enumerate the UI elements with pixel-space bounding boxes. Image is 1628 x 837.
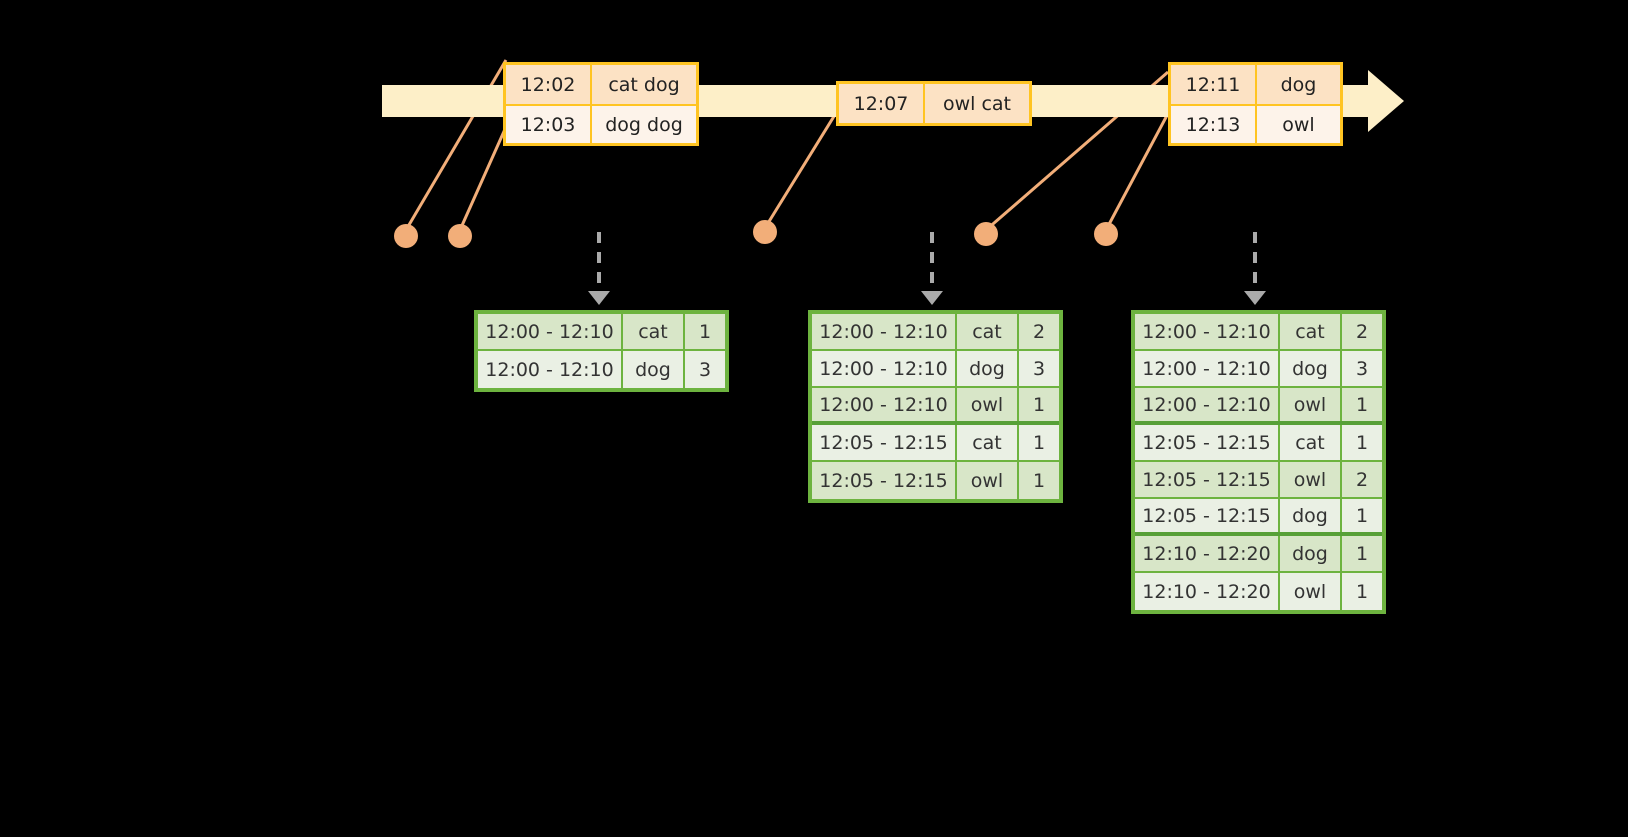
window-range-cell: 12:05 - 12:15 <box>1135 499 1280 532</box>
count-cell: 1 <box>1342 536 1382 571</box>
event-dot <box>974 222 998 246</box>
count-cell: 3 <box>685 351 725 388</box>
count-cell: 2 <box>1019 314 1059 349</box>
window-range-cell: 12:05 - 12:15 <box>1135 425 1280 460</box>
word-cell: dog <box>1280 499 1342 532</box>
event-box-a: 12:02 cat dog 12:03 dog dog <box>503 62 699 146</box>
window-range-cell: 12:00 - 12:10 <box>812 314 957 349</box>
word-cell: cat <box>1280 314 1342 349</box>
event-timestamp: 12:02 <box>506 65 592 104</box>
window-range-cell: 12:05 - 12:15 <box>812 462 957 499</box>
window-range-cell: 12:00 - 12:10 <box>478 314 623 349</box>
word-cell: cat <box>957 314 1019 349</box>
window-range-cell: 12:05 - 12:15 <box>812 425 957 460</box>
window-range-cell: 12:00 - 12:10 <box>812 388 957 421</box>
window-range-cell: 12:00 - 12:10 <box>1135 314 1280 349</box>
event-dot <box>753 220 777 244</box>
word-cell: cat <box>1280 425 1342 460</box>
event-row: 12:11 dog <box>1171 65 1340 104</box>
connector-line <box>1104 105 1174 231</box>
event-box-b: 12:07 owl cat <box>836 81 1032 126</box>
timeline-arrowhead-icon <box>1368 70 1404 132</box>
event-words: dog dog <box>605 113 683 136</box>
event-timestamp: 12:11 <box>1171 65 1257 104</box>
count-cell: 1 <box>1342 499 1382 532</box>
down-arrow-head-icon <box>921 291 943 305</box>
word-cell: cat <box>957 425 1019 460</box>
count-cell: 2 <box>1342 462 1382 497</box>
window-range-cell: 12:00 - 12:10 <box>1135 388 1280 421</box>
count-cell: 2 <box>1342 314 1382 349</box>
count-cell: 3 <box>1019 351 1059 386</box>
event-words: dog <box>1280 73 1317 96</box>
count-cell: 1 <box>1019 462 1059 499</box>
window-range-cell: 12:10 - 12:20 <box>1135 536 1280 571</box>
word-cell: cat <box>623 314 685 349</box>
event-row: 12:07 owl cat <box>839 84 1029 123</box>
count-cell: 1 <box>1342 573 1382 610</box>
word-cell: owl <box>1280 388 1342 421</box>
event-box-c: 12:11 dog 12:13 owl <box>1168 62 1343 146</box>
word-cell: dog <box>1280 351 1342 386</box>
window-range-cell: 12:10 - 12:20 <box>1135 573 1280 610</box>
event-row: 12:02 cat dog <box>506 65 696 104</box>
event-words: owl <box>1282 113 1315 136</box>
event-words: cat dog <box>608 73 680 96</box>
event-timestamp: 12:13 <box>1171 106 1257 143</box>
event-row: 12:13 owl <box>1171 104 1340 143</box>
event-dot <box>394 224 418 248</box>
event-row: 12:03 dog dog <box>506 104 696 143</box>
word-cell: dog <box>623 351 685 388</box>
window-range-cell: 12:00 - 12:10 <box>1135 351 1280 386</box>
word-cell: owl <box>957 462 1019 499</box>
count-cell: 3 <box>1342 351 1382 386</box>
count-cell: 1 <box>1019 425 1059 460</box>
word-cell: owl <box>1280 462 1342 497</box>
event-dot <box>448 224 472 248</box>
word-cell: dog <box>1280 536 1342 571</box>
count-cell: 1 <box>1019 388 1059 421</box>
count-cell: 1 <box>1342 388 1382 421</box>
down-arrow-head-icon <box>1244 291 1266 305</box>
window-range-cell: 12:00 - 12:10 <box>478 351 623 388</box>
word-cell: dog <box>957 351 1019 386</box>
down-arrow-lines <box>588 232 1266 305</box>
window-range-cell: 12:05 - 12:15 <box>1135 462 1280 497</box>
event-words: owl cat <box>942 92 1012 115</box>
event-timestamp: 12:03 <box>506 106 592 143</box>
event-dot <box>1094 222 1118 246</box>
event-timestamp: 12:07 <box>839 84 925 123</box>
down-arrow-head-icon <box>588 291 610 305</box>
word-cell: owl <box>957 388 1019 421</box>
word-cell: owl <box>1280 573 1342 610</box>
count-cell: 1 <box>685 314 725 349</box>
connector-line <box>763 112 838 229</box>
window-range-cell: 12:00 - 12:10 <box>812 351 957 386</box>
count-cell: 1 <box>1342 425 1382 460</box>
